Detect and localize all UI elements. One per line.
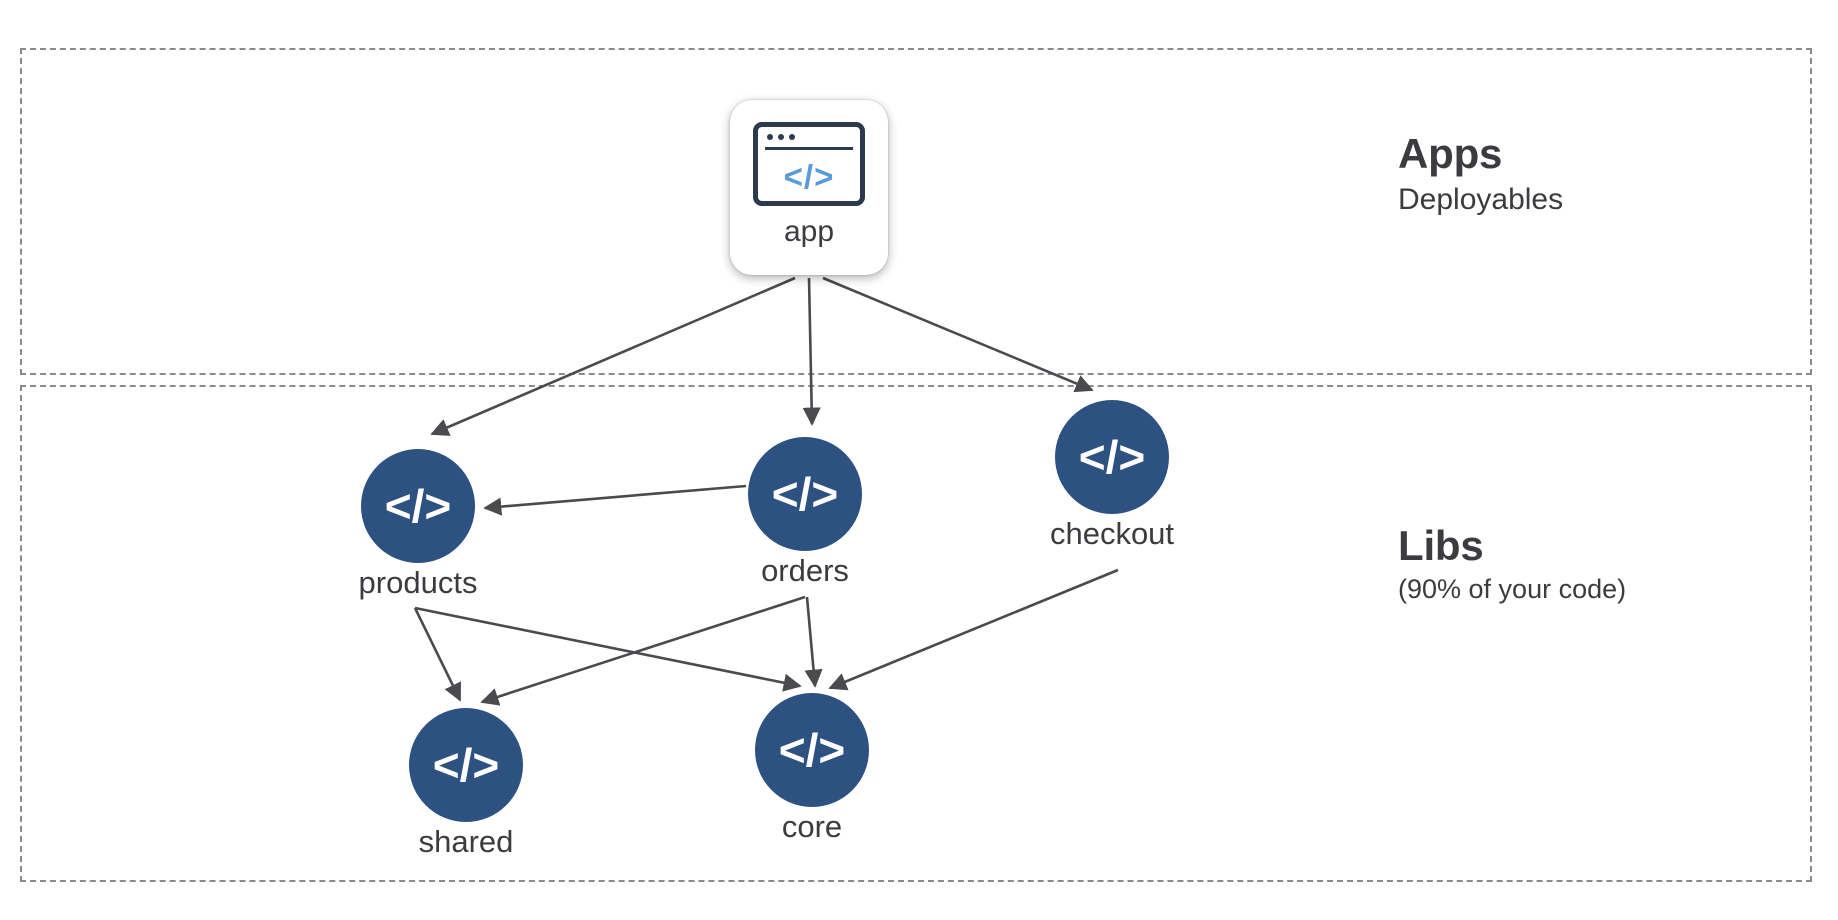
zone-apps-subtitle: Deployables — [1398, 183, 1564, 217]
node-core[interactable]: </> core — [755, 693, 869, 844]
code-icon: </> — [748, 437, 862, 551]
node-checkout-label: checkout — [1049, 516, 1175, 551]
code-icon: </> — [361, 449, 475, 563]
node-app-label: app — [783, 215, 835, 248]
node-shared-label: shared — [418, 824, 514, 859]
node-orders[interactable]: </> orders — [748, 437, 862, 588]
zone-libs — [20, 385, 1812, 882]
zone-libs-legend: Libs (90% of your code) — [1398, 522, 1798, 607]
zone-libs-title: Libs — [1398, 522, 1484, 569]
node-app[interactable]: </> app — [730, 100, 888, 275]
node-products-label: products — [358, 565, 478, 600]
zone-apps-title: Apps — [1398, 130, 1503, 177]
code-icon: </> — [409, 708, 523, 822]
code-icon: </> — [1055, 400, 1169, 514]
node-orders-label: orders — [761, 553, 849, 588]
window-titlebar-divider — [765, 147, 853, 150]
node-products[interactable]: </> products — [359, 449, 477, 600]
zone-apps-legend: Apps Deployables — [1398, 130, 1798, 219]
node-core-label: core — [781, 809, 843, 844]
window-dots-icon — [767, 134, 795, 140]
zone-libs-subtitle: (90% of your code) — [1398, 574, 1627, 605]
node-shared[interactable]: </> shared — [409, 708, 523, 859]
code-glyph: </> — [783, 158, 835, 195]
browser-code-icon: </> — [753, 122, 865, 206]
node-checkout[interactable]: </> checkout — [1050, 400, 1174, 551]
code-icon: </> — [755, 693, 869, 807]
